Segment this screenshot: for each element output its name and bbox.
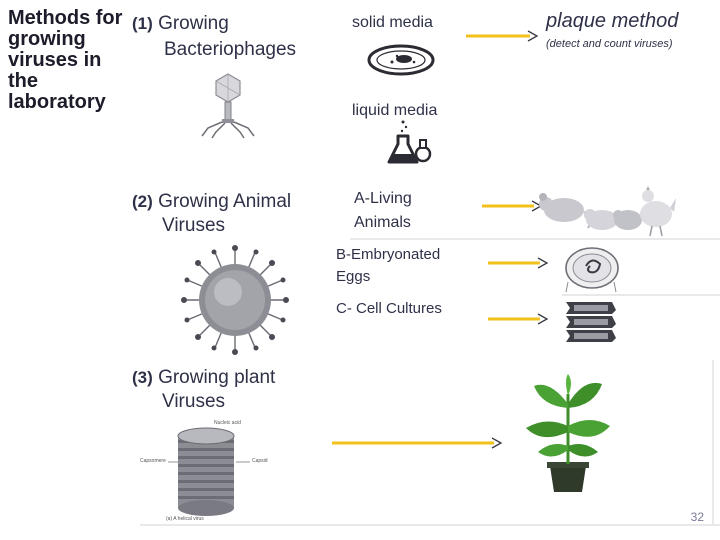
- step-bacteriophages: (1) Growing: [132, 12, 229, 35]
- slide-title: Methods for growing viruses in the labor…: [8, 7, 123, 113]
- right-divider: [712, 360, 714, 526]
- embryonated-eggs-label-line1: B-Embryonated: [336, 246, 441, 263]
- petri-dish-icon: [367, 44, 435, 76]
- arrow-cell-cultures: [488, 313, 549, 325]
- arrow-solid-to-plaque: [466, 30, 539, 42]
- step-animal-line2: Viruses: [162, 215, 226, 236]
- embryonated-eggs-label-line2: Eggs: [336, 268, 371, 285]
- liquid-media-label: liquid media: [352, 102, 438, 119]
- step-label-line1: Growing plant: [158, 367, 276, 388]
- cell-cultures-label: C- Cell Cultures: [336, 300, 442, 317]
- helical-label-capsid: Capsid: [252, 458, 268, 464]
- bottom-divider: [140, 524, 720, 526]
- step-plant: (3) Growing plant: [132, 366, 275, 389]
- step-label-line1: Growing Animal: [158, 191, 292, 212]
- culture-flasks-icon: [566, 302, 616, 342]
- row-divider: [562, 294, 720, 296]
- step-animal: (2) Growing Animal: [132, 190, 291, 213]
- step-number: (3): [132, 368, 153, 387]
- plaque-method-subtitle: (detect and count viruses): [546, 38, 673, 50]
- arrow-to-plant: [332, 437, 503, 449]
- helical-caption: (a) A helical virus: [166, 516, 204, 522]
- step-number: (1): [132, 14, 153, 33]
- step-plant-line2: Viruses: [162, 391, 226, 412]
- living-animals-label-line2: Animals: [354, 214, 411, 231]
- arrow-embryonated-eggs: [488, 257, 549, 269]
- egg-illustration: [565, 247, 619, 293]
- bacteriophage-illustration: [201, 73, 255, 139]
- step-bacteriophages-line2: Bacteriophages: [164, 39, 297, 60]
- lab-animals-illustration: [539, 186, 676, 237]
- step-label-line1: Growing: [158, 13, 229, 34]
- helical-virus-figure: Nucleic acid Capsomere Capsid (a) A heli…: [140, 418, 274, 522]
- helical-label-nucleic-acid: Nucleic acid: [214, 420, 241, 426]
- solid-media-label: solid media: [352, 14, 433, 31]
- row-divider: [350, 238, 720, 240]
- flask-icon: [387, 120, 432, 164]
- step-number: (2): [132, 192, 153, 211]
- plaque-method-label: plaque method: [546, 10, 679, 32]
- plant-illustration: [526, 374, 610, 492]
- helical-label-capsomere: Capsomere: [140, 458, 166, 464]
- living-animals-label-line1: A-Living: [354, 190, 412, 207]
- helical-virus-illustration: [168, 427, 250, 516]
- page-number: 32: [690, 510, 704, 524]
- animal-virus-illustration: [181, 245, 289, 355]
